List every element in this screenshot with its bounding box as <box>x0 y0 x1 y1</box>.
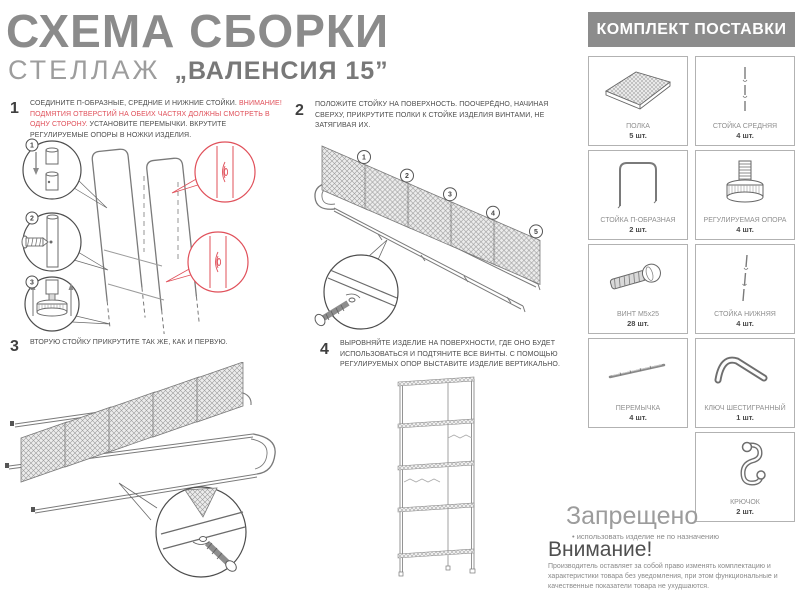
shelf-1-badge: 1 <box>362 155 366 162</box>
shelf-5-badge: 5 <box>534 229 538 236</box>
callout-circle-3: 3 <box>24 275 111 332</box>
kit-cell-hook: КРЮЧОК 2 шт. <box>695 432 795 522</box>
forbidden-heading: Запрещено <box>566 502 699 530</box>
part-name: ПЕРЕМЫЧКА <box>615 404 661 412</box>
hex-key-icon <box>714 357 768 384</box>
shelf-3-badge: 3 <box>448 192 452 199</box>
part-name: КЛЮЧ ШЕСТИГРАННЫЙ <box>704 404 786 412</box>
step-4-diagram <box>397 376 476 577</box>
screw-icon <box>21 235 49 249</box>
screw-detail-circle <box>118 482 247 578</box>
callout-2-label: 2 <box>30 216 34 223</box>
part-qty: 4 шт. <box>629 413 647 422</box>
kit-cell-hex-key: КЛЮЧ ШЕСТИГРАННЫЙ 1 шт. <box>695 338 795 428</box>
step-1-text-part2: УСТАНОВИТЕ ПЕРЕМЫЧКИ. ВКРУТИТЕ РЕГУЛИРУЕ… <box>30 121 227 139</box>
kit-cell-stand-middle: СТОЙКА СРЕДНЯЯ 4 шт. <box>695 56 795 146</box>
part-qty: 4 шт. <box>736 131 754 140</box>
part-qty: 4 шт. <box>736 319 754 328</box>
subtitle-product-name: „ВАЛЕНСИЯ 15” <box>174 57 389 85</box>
shelf-2-badge: 2 <box>405 173 409 180</box>
part-name: СТОЙКА НИЖНЯЯ <box>714 310 776 318</box>
step-2-number: 2 <box>295 102 304 119</box>
mesh-shelves <box>20 362 244 483</box>
part-name: РЕГУЛИРУЕМАЯ ОПОРА <box>703 216 787 224</box>
shelf-4-badge: 4 <box>491 210 495 217</box>
part-name: СТОЙКА СРЕДНЯЯ <box>712 122 778 130</box>
callout-circle-1: 1 <box>22 138 108 209</box>
kit-cell-adjustable-foot: РЕГУЛИРУЕМАЯ ОПОРА 4 шт. <box>695 150 795 240</box>
callout-3-label: 3 <box>30 280 34 287</box>
stand-lower-icon <box>742 255 749 302</box>
kit-panel-header: КОМПЛЕКТ ПОСТАВКИ <box>588 12 795 47</box>
part-name: СТОЙКА П-ОБРАЗНАЯ <box>600 216 676 224</box>
rack-shelves <box>397 376 475 559</box>
screw-icon <box>609 264 661 290</box>
part-qty: 2 шт. <box>736 507 754 516</box>
callout-1-label: 1 <box>30 143 34 150</box>
part-qty: 1 шт. <box>736 413 754 422</box>
page-title: СХЕМА СБОРКИ <box>6 5 390 57</box>
part-qty: 28 шт. <box>627 319 649 328</box>
callout-circle-2: 2 <box>21 211 109 272</box>
arrow-down-icon <box>33 152 39 175</box>
attention-heading: Внимание! <box>548 538 653 561</box>
kit-cell-crossbar: ПЕРЕМЫЧКА 4 шт. <box>588 338 688 428</box>
part-name: ВИНТ М5х25 <box>617 310 659 318</box>
screw-detail-circle <box>314 239 399 330</box>
adjustable-foot-icon <box>726 160 764 203</box>
part-name: КРЮЧОК <box>730 498 760 506</box>
crossbar-icon <box>608 364 666 379</box>
kit-cell-stand-lower: СТОЙКА НИЖНЯЯ 4 шт. <box>695 244 795 334</box>
shelf-number-badges: 1 2 3 4 5 <box>357 150 543 239</box>
step-3-number: 3 <box>10 338 19 355</box>
step-1-diagram: 1 2 <box>21 138 256 334</box>
step-1-text-warning: ВНИМАНИЕ! ПОДМЯТИЯ ОТВЕРСТИЙ НА ОБЕИХ ЧА… <box>30 100 282 128</box>
u-stand-icon <box>617 162 657 209</box>
step-4-number: 4 <box>320 341 329 358</box>
step-2-text: ПОЛОЖИТЕ СТОЙКУ НА ПОВЕРХНОСТЬ. ПООЧЕРЁД… <box>315 101 549 129</box>
step-1-number: 1 <box>10 100 19 117</box>
screw-icon <box>314 293 361 327</box>
red-detail-circle-top <box>171 141 256 203</box>
step-2-diagram: 1 2 3 4 5 <box>314 145 543 330</box>
kit-cell-u-stand: СТОЙКА П-ОБРАЗНАЯ 2 шт. <box>588 150 688 240</box>
part-qty: 2 шт. <box>629 225 647 234</box>
step-3-text: ВТОРУЮ СТОЙКУ ПРИКРУТИТЕ ТАК ЖЕ, КАК И П… <box>30 339 228 346</box>
attention-paragraph: Производитель оставляет за собой право и… <box>548 563 778 590</box>
step-1-text-part1: СОЕДИНИТЕ П-ОБРАЗНЫЕ, СРЕДНИЕ И НИЖНИЕ С… <box>30 100 240 107</box>
red-detail-circle-bottom <box>165 231 249 293</box>
kit-cell-screw: ВИНТ М5х25 28 шт. <box>588 244 688 334</box>
page-subtitle: СТЕЛЛАЖ „ВАЛЕНСИЯ 15” <box>8 55 389 86</box>
subtitle-product-type: СТЕЛЛАЖ <box>8 55 161 85</box>
upright-rack <box>398 379 476 577</box>
stand-middle-icon <box>742 67 748 112</box>
hook-icon <box>740 442 766 486</box>
kit-cell-shelf: ПОЛКА 5 шт. <box>588 56 688 146</box>
part-qty: 4 шт. <box>736 225 754 234</box>
mesh-shelves <box>321 145 541 286</box>
u-posts-exploded <box>91 148 200 334</box>
step-1-text: СОЕДИНИТЕ П-ОБРАЗНЫЕ, СРЕДНИЕ И НИЖНИЕ С… <box>30 99 286 141</box>
part-name: ПОЛКА <box>626 122 650 130</box>
shelf-icon <box>605 71 671 110</box>
screw-icon <box>192 536 237 572</box>
part-qty: 5 шт. <box>629 131 647 140</box>
step-4-text: ВЫРОВНЯЙТЕ ИЗДЕЛИЕ НА ПОВЕРХНОСТИ, ГДЕ О… <box>340 340 561 368</box>
step-3-diagram <box>5 362 276 578</box>
forbidden-list-item: • использовать изделие не по назначению <box>572 532 720 541</box>
